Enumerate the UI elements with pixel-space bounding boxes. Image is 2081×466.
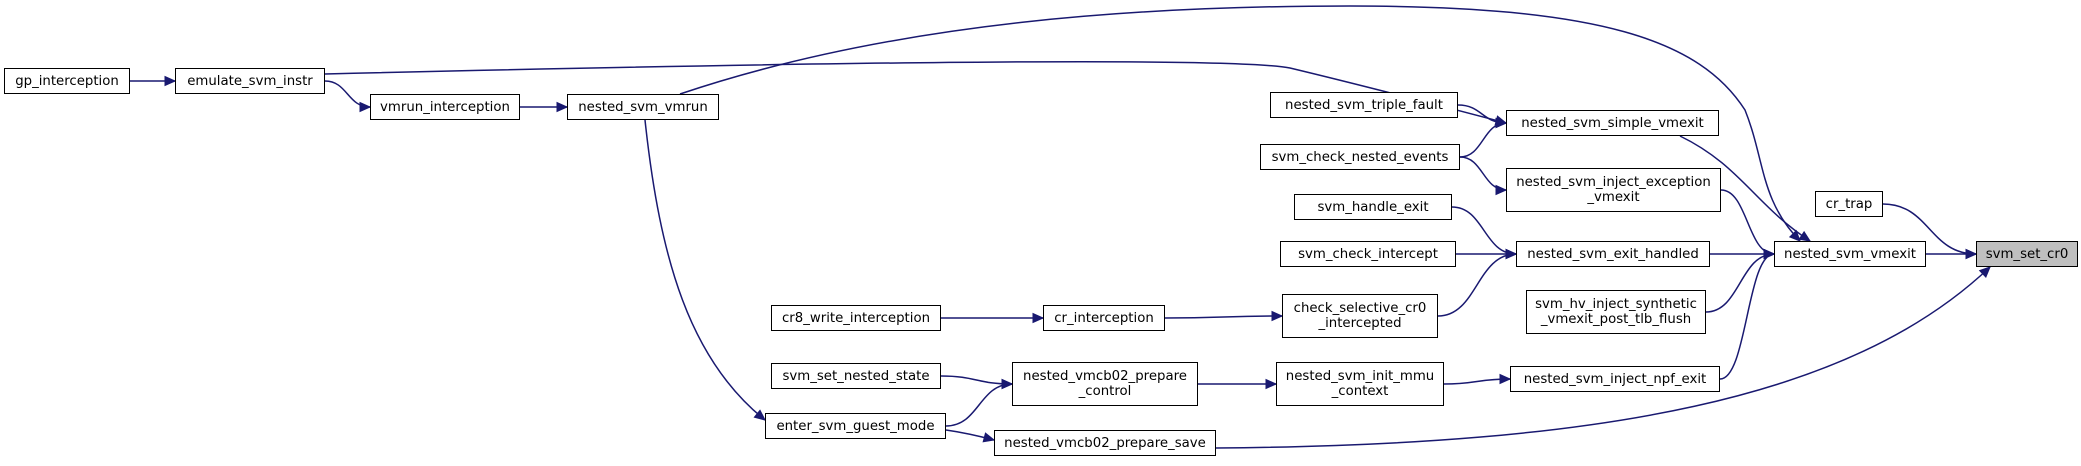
- node-svm-hv-inject-synthetic-vmexit-post-tlb-flush[interactable]: svm_hv_inject_synthetic_vmexit_post_tlb_…: [1526, 290, 1706, 334]
- edge-svm-check-nested-events-to-nested-svm-simple-vmexit-arrowhead: [1495, 117, 1508, 129]
- edge-nested-svm-vmexit-to-svm-set-cr0-arrowhead: [1965, 248, 1978, 260]
- node-label: svm_check_intercept: [1298, 246, 1438, 262]
- node-label: nested_svm_inject_exception: [1516, 175, 1711, 190]
- node-nested-svm-exit-handled[interactable]: nested_svm_exit_handled: [1516, 241, 1710, 267]
- node-label: svm_handle_exit: [1317, 199, 1429, 215]
- node-nested-svm-vmrun[interactable]: nested_svm_vmrun: [567, 94, 719, 120]
- edge-svm-hv-inject-synthetic-vmexit-post-tlb-flush-to-nested-svm-vmexit: [1705, 253, 1775, 313]
- node-svm-check-nested-events[interactable]: svm_check_nested_events: [1260, 144, 1460, 170]
- edge-svm-set-nested-state-to-nested-vmcb02-prepare-control: [940, 375, 1013, 385]
- node-svm-handle-exit[interactable]: svm_handle_exit: [1294, 194, 1452, 220]
- node-label: svm_hv_inject_synthetic: [1535, 297, 1697, 312]
- node-label: cr_interception: [1054, 310, 1154, 326]
- edge-vmrun-interception-to-nested-svm-vmrun-arrowhead: [556, 101, 569, 113]
- node-nested-svm-vmexit[interactable]: nested_svm_vmexit: [1774, 241, 1926, 267]
- node-label: _vmexit_post_tlb_flush: [1540, 312, 1692, 327]
- node-nested-svm-simple-vmexit[interactable]: nested_svm_simple_vmexit: [1506, 110, 1719, 136]
- edge-nested-svm-inject-exception-vmexit-to-nested-svm-vmexit: [1720, 189, 1775, 255]
- edge-svm-check-nested-events-to-nested-svm-inject-exception-vmexit: [1459, 156, 1507, 191]
- node-label: svm_check_nested_events: [1271, 149, 1449, 165]
- node-label: cr_trap: [1825, 196, 1873, 212]
- node-check-selective-cr0-intercepted[interactable]: check_selective_cr0_intercepted: [1282, 294, 1438, 338]
- node-nested-vmcb02-prepare-save[interactable]: nested_vmcb02_prepare_save: [994, 430, 1216, 456]
- edge-nested-svm-init-mmu-context-to-nested-svm-inject-npf-exit-arrowhead: [1499, 373, 1512, 385]
- edge-cr-interception-to-check-selective-cr0-intercepted-arrowhead: [1271, 310, 1284, 322]
- edge-nested-svm-inject-npf-exit-to-nested-svm-vmexit: [1719, 253, 1775, 380]
- edge-gp-interception-to-emulate-svm-instr-arrowhead: [164, 75, 177, 87]
- edge-nested-vmcb02-prepare-control-to-nested-svm-init-mmu-context-arrowhead: [1265, 378, 1278, 390]
- node-label: _vmexit: [1587, 190, 1640, 205]
- edge-nested-svm-vmrun-to-nested-svm-vmexit: [679, 5, 1801, 242]
- edge-cr-interception-to-check-selective-cr0-intercepted: [1164, 315, 1283, 319]
- node-label: _context: [1331, 384, 1389, 399]
- node-nested-svm-inject-exception-vmexit[interactable]: nested_svm_inject_exception_vmexit: [1506, 168, 1721, 212]
- node-vmrun-interception[interactable]: vmrun_interception: [370, 94, 520, 120]
- edge-svm-check-nested-events-to-nested-svm-inject-exception-vmexit-arrowhead: [1495, 184, 1508, 196]
- node-label: nested_vmcb02_prepare: [1023, 369, 1187, 384]
- edge-nested-svm-simple-vmexit-to-nested-svm-vmexit: [1679, 135, 1811, 242]
- node-svm-set-nested-state[interactable]: svm_set_nested_state: [771, 363, 941, 389]
- edge-svm-handle-exit-to-nested-svm-exit-handled: [1451, 206, 1517, 255]
- node-label: cr8_write_interception: [781, 310, 931, 326]
- node-label: vmrun_interception: [380, 99, 510, 115]
- edge-enter-svm-guest-mode-to-nested-vmcb02-prepare-control-arrowhead: [1001, 378, 1014, 390]
- node-enter-svm-guest-mode[interactable]: enter_svm_guest_mode: [765, 413, 946, 439]
- node-label: _intercepted: [1318, 316, 1402, 331]
- node-label: nested_vmcb02_prepare_save: [1004, 435, 1206, 451]
- edge-nested-svm-vmrun-to-enter-svm-guest-mode-arrowhead: [753, 409, 766, 421]
- node-cr8-write-interception[interactable]: cr8_write_interception: [771, 305, 941, 331]
- edge-check-selective-cr0-intercepted-to-nested-svm-exit-handled: [1437, 253, 1517, 317]
- node-label: nested_svm_vmrun: [578, 99, 708, 115]
- edge-enter-svm-guest-mode-to-nested-vmcb02-prepare-save-arrowhead: [982, 432, 996, 443]
- edge-nested-svm-simple-vmexit-to-nested-svm-vmexit-arrowhead: [1798, 230, 1812, 242]
- node-label: nested_svm_exit_handled: [1527, 246, 1699, 262]
- node-label: _control: [1078, 384, 1132, 399]
- node-nested-svm-init-mmu-context[interactable]: nested_svm_init_mmu_context: [1276, 362, 1444, 406]
- node-svm-check-intercept[interactable]: svm_check_intercept: [1280, 241, 1456, 267]
- node-label: nested_svm_vmexit: [1784, 246, 1916, 262]
- node-label: gp_interception: [15, 73, 119, 89]
- edge-nested-svm-vmrun-to-enter-svm-guest-mode: [644, 119, 766, 421]
- node-nested-svm-inject-npf-exit[interactable]: nested_svm_inject_npf_exit: [1510, 366, 1720, 392]
- edge-nested-vmcb02-prepare-save-to-svm-set-cr0: [1215, 266, 1991, 449]
- node-label: check_selective_cr0: [1293, 301, 1427, 316]
- edge-cr-trap-to-svm-set-cr0: [1882, 203, 1977, 255]
- edge-enter-svm-guest-mode-to-nested-vmcb02-prepare-control: [945, 383, 1013, 427]
- node-cr-trap[interactable]: cr_trap: [1815, 191, 1883, 217]
- node-label: svm_set_cr0: [1985, 246, 2069, 262]
- edge-cr8-write-interception-to-cr-interception-arrowhead: [1032, 312, 1045, 324]
- node-label: enter_svm_guest_mode: [776, 418, 935, 434]
- edge-check-selective-cr0-intercepted-to-nested-svm-exit-handled-arrowhead: [1505, 248, 1518, 260]
- node-nested-vmcb02-prepare-control[interactable]: nested_vmcb02_prepare_control: [1012, 362, 1198, 406]
- edge-emulate-svm-instr-to-vmrun-interception-arrowhead: [359, 101, 372, 113]
- edge-nested-vmcb02-prepare-save-to-svm-set-cr0-arrowhead: [1978, 266, 1991, 279]
- node-label: nested_svm_init_mmu: [1285, 369, 1435, 384]
- edge-nested-svm-inject-npf-exit-to-nested-svm-vmexit-arrowhead: [1763, 248, 1776, 260]
- node-label: nested_svm_inject_npf_exit: [1523, 371, 1707, 387]
- node-gp-interception[interactable]: gp_interception: [4, 68, 130, 94]
- edge-emulate-svm-instr-to-nested-svm-simple-vmexit: [324, 61, 1507, 124]
- node-emulate-svm-instr[interactable]: emulate_svm_instr: [175, 68, 325, 94]
- node-cr-interception[interactable]: cr_interception: [1043, 305, 1165, 331]
- node-label: svm_set_nested_state: [782, 368, 930, 384]
- node-label: emulate_svm_instr: [187, 73, 313, 89]
- edge-emulate-svm-instr-to-vmrun-interception: [324, 80, 371, 108]
- edge-svm-check-nested-events-to-nested-svm-simple-vmexit: [1459, 122, 1507, 158]
- node-label: nested_svm_triple_fault: [1285, 97, 1443, 113]
- node-svm-set-cr0: svm_set_cr0: [1976, 241, 2078, 267]
- node-nested-svm-triple-fault[interactable]: nested_svm_triple_fault: [1270, 92, 1458, 118]
- node-label: nested_svm_simple_vmexit: [1521, 115, 1704, 131]
- edge-nested-svm-vmrun-to-nested-svm-vmexit-arrowhead: [1788, 229, 1801, 242]
